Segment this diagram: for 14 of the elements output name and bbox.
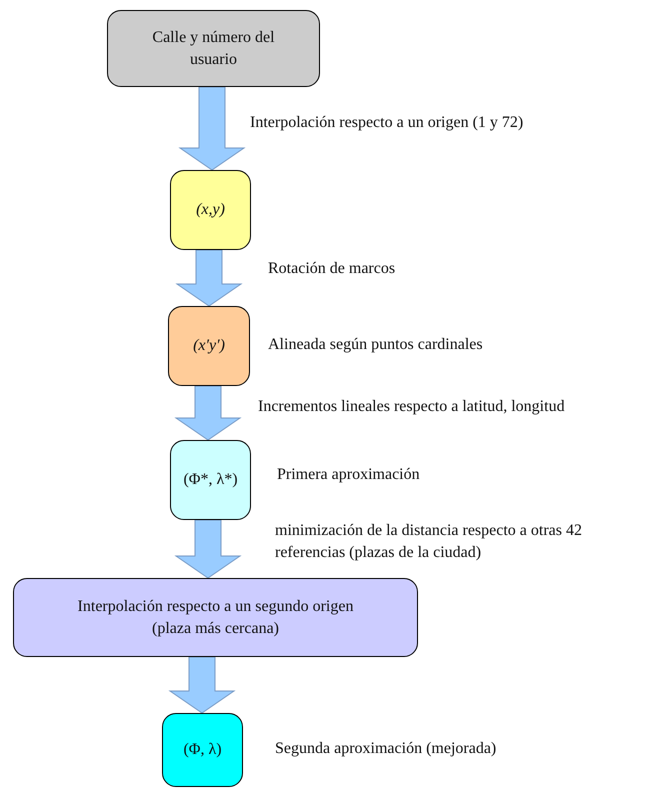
process-box: (x′y′) bbox=[168, 306, 250, 386]
process-box: Interpolación respecto a un segundo origen (plaza más cercana) bbox=[13, 578, 418, 657]
process-box: (x,y) bbox=[170, 170, 251, 250]
process-box: (Φ*, λ*) bbox=[170, 440, 251, 520]
process-box: Calle y número del usuario bbox=[107, 10, 320, 87]
node-note: Segunda aproximación (mejorada) bbox=[275, 740, 496, 758]
node-note: Primera aproximación bbox=[277, 466, 420, 484]
block-arrow bbox=[168, 656, 236, 714]
node-note: Alineada según puntos cardinales bbox=[268, 336, 483, 354]
block-arrow bbox=[175, 250, 243, 307]
block-arrow bbox=[178, 86, 246, 171]
block-arrow bbox=[174, 386, 242, 441]
process-box: (Φ, λ) bbox=[162, 713, 243, 787]
block-arrow bbox=[174, 520, 242, 579]
